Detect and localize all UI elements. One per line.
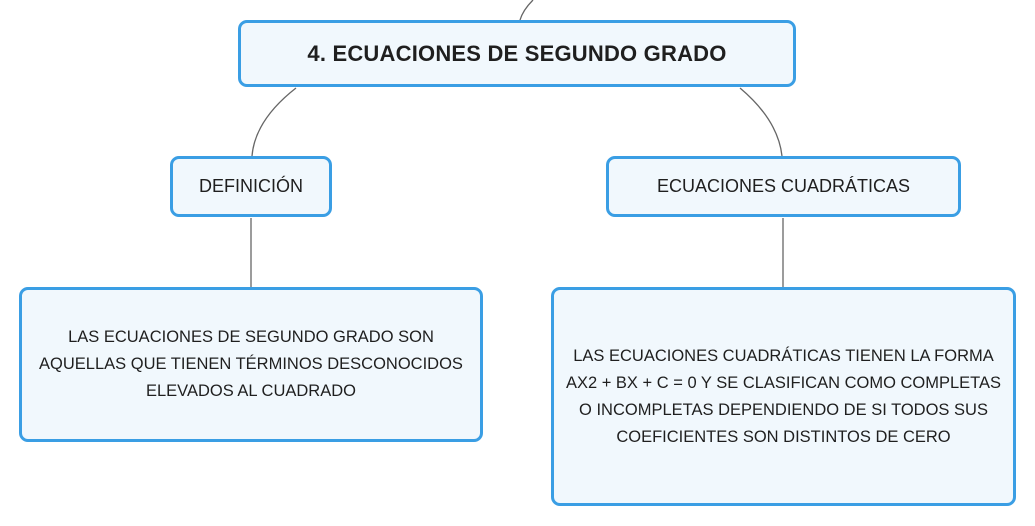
connector-root-to-cuadraticas <box>739 87 783 157</box>
branch-node-definicion[interactable]: DEFINICIÓN <box>170 156 332 217</box>
root-node-label: 4. ECUACIONES DE SEGUNDO GRADO <box>307 40 727 66</box>
leaf-node-definicion-detail[interactable]: LAS ECUACIONES DE SEGUNDO GRADO SON AQUE… <box>19 287 483 442</box>
root-node[interactable]: 4. ECUACIONES DE SEGUNDO GRADO <box>238 20 796 87</box>
branch-node-label: DEFINICIÓN <box>198 176 303 196</box>
leaf-node-text: LAS ECUACIONES CUADRÁTICAS TIENEN LA FOR… <box>565 346 1002 446</box>
leaf-node-text: LAS ECUACIONES DE SEGUNDO GRADO SON AQUE… <box>39 328 463 400</box>
branch-node-ecuaciones-cuadraticas[interactable]: ECUACIONES CUADRÁTICAS <box>606 156 961 217</box>
connector-parent-to-root <box>519 0 534 21</box>
connector-root-to-definicion <box>251 87 297 157</box>
leaf-node-cuadraticas-detail[interactable]: LAS ECUACIONES CUADRÁTICAS TIENEN LA FOR… <box>551 287 1016 506</box>
branch-node-label: ECUACIONES CUADRÁTICAS <box>656 176 911 196</box>
